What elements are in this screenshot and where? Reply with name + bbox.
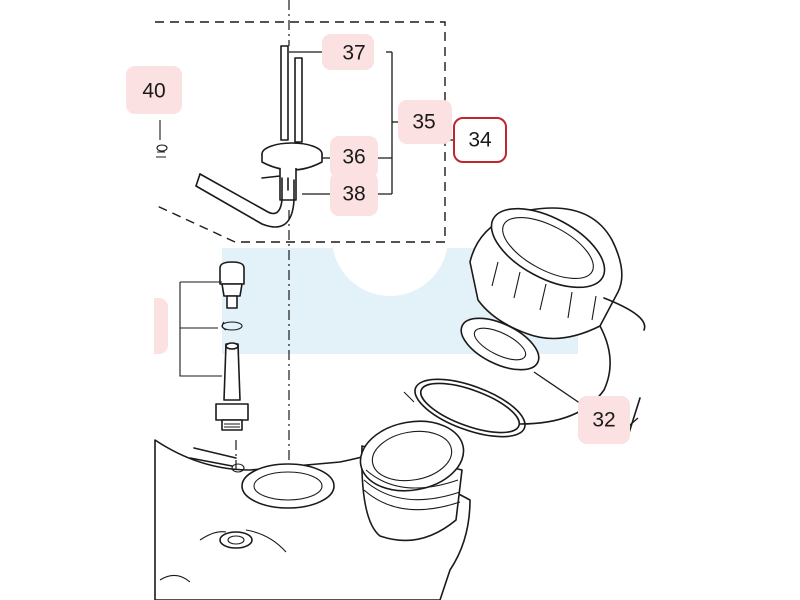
nozzle-stack[interactable] [179,261,249,431]
callout-40-label: 40 [142,80,165,103]
cap-gasket[interactable] [453,308,546,381]
callouts: 37 35 34 36 38 32 [322,34,630,444]
callout-34-label: 34 [468,129,492,152]
callout-32-label: 32 [592,409,615,432]
callout-32[interactable]: 32 [578,396,630,444]
callout-38[interactable]: 38 [330,172,378,216]
callout-36-label: 36 [342,146,365,169]
seal-ring-32[interactable] [403,367,532,448]
tank-body[interactable] [154,413,471,600]
right-crop-mask [646,0,800,600]
callout-35[interactable]: 35 [398,100,452,144]
assembly-boundary [154,21,446,243]
filler-cap[interactable] [469,192,623,340]
hose-fitting[interactable] [156,120,168,158]
callout-40[interactable]: 40 [126,66,182,114]
valve-assembly[interactable] [195,45,323,228]
callout-37[interactable]: 37 [322,34,374,70]
callout-35-label: 35 [412,111,435,134]
callout-38-label: 38 [342,183,365,206]
callout-36[interactable]: 36 [330,136,378,178]
callout-34[interactable]: 34 [453,117,507,163]
callout-37-label: 37 [342,42,365,65]
